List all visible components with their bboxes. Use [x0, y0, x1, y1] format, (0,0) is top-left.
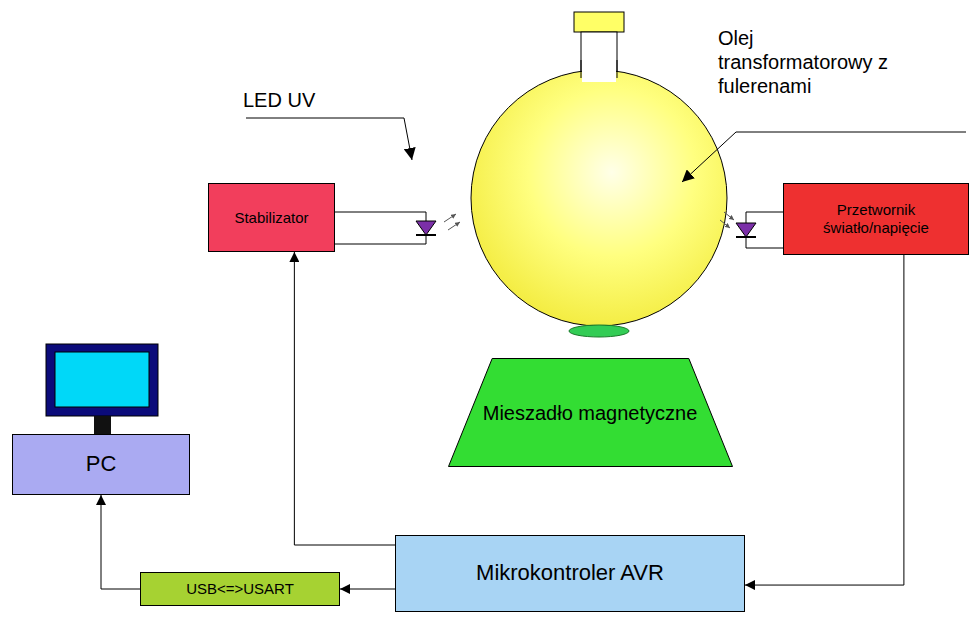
trapezoid-shape	[448, 359, 732, 467]
node-label: Stabilizator	[234, 209, 308, 227]
stirrer-trapezoid: Mieszadło magnetyczne	[448, 358, 733, 467]
microcontroller-box: Mikrokontroler AVR	[395, 535, 745, 612]
uv-led-symbol	[335, 212, 460, 244]
pc-box: PC	[12, 434, 190, 495]
converter-box: Przetwornik światło/napięcie	[783, 183, 969, 255]
leader-line	[246, 118, 412, 160]
signal-arrow	[745, 255, 904, 585]
node-label: Mikrokontroler AVR	[476, 560, 664, 586]
signal-arrow	[294, 252, 395, 545]
callout-label: Olej transformatorowy z fulerenami	[718, 26, 908, 98]
flask	[471, 12, 727, 337]
usb-usart-box: USB<=>USART	[140, 572, 340, 606]
led-label: LED UV	[243, 88, 315, 112]
node-label: PC	[86, 451, 117, 477]
node-label: Przetwornik światło/napięcie	[790, 201, 962, 237]
stabilizer-box: Stabilizator	[208, 183, 335, 252]
signal-arrow	[340, 589, 395, 590]
leader-line	[682, 132, 966, 182]
signal-arrow	[101, 495, 140, 589]
node-label: USB<=>USART	[186, 580, 294, 598]
monitor-icon	[46, 344, 158, 434]
node-label: Mieszadło magnetyczne	[483, 401, 698, 425]
photodiode-symbol	[720, 212, 785, 248]
